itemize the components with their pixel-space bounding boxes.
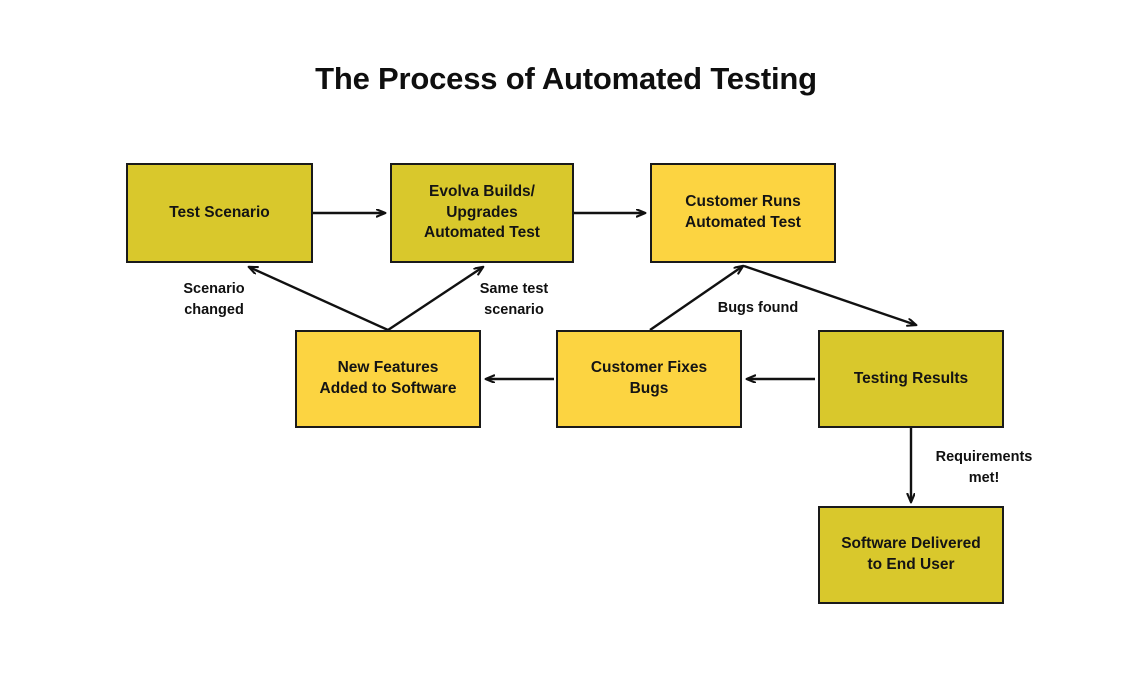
edge-label-bugs-found: Bugs found <box>717 300 799 316</box>
node-customer-runs-test[interactable]: Customer Runs Automated Test <box>650 163 836 263</box>
node-customer-fixes-bugs[interactable]: Customer Fixes Bugs <box>556 330 742 428</box>
edge-label-scenario-changed: Scenario changed <box>183 281 245 318</box>
edge-new-features-to-evolva <box>387 267 483 332</box>
node-new-features[interactable]: New Features Added to Software <box>295 330 481 428</box>
edge-label-requirements-met: Requirements met! <box>935 449 1033 486</box>
node-software-delivered[interactable]: Software Delivered to End User <box>818 506 1004 604</box>
node-test-scenario[interactable]: Test Scenario <box>126 163 313 263</box>
edge-label-same-test-scenario: Same test scenario <box>479 281 549 318</box>
node-evolva-builds[interactable]: Evolva Builds/ Upgrades Automated Test <box>390 163 574 263</box>
node-testing-results[interactable]: Testing Results <box>818 330 1004 428</box>
page-title: The Process of Automated Testing <box>315 61 817 96</box>
edge-new-features-to-test-scenario <box>249 267 389 332</box>
